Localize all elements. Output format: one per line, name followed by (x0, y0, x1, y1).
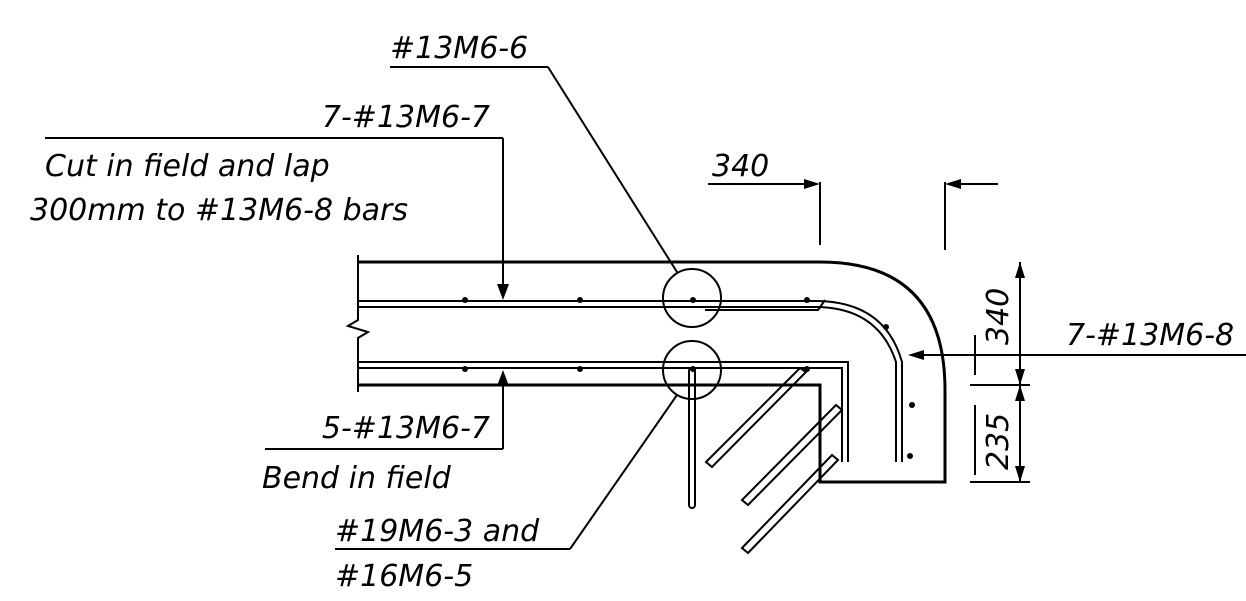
dimension-horizontal (708, 179, 998, 250)
leader-right-bars (908, 350, 1246, 360)
dowels (688, 366, 844, 555)
label-note-line2: 300mm to #13M6-8 bars (30, 193, 408, 228)
leader-bottom-bars (265, 370, 509, 450)
label-note-line1: Cut in field and lap (45, 149, 330, 184)
dimension-vertical-bottom-value: 235 (981, 413, 1016, 470)
dimension-horizontal-value: 340 (712, 149, 769, 184)
top-rebar (358, 297, 915, 462)
dimension-vertical (970, 262, 1030, 483)
leader-top-bar (390, 66, 678, 273)
leader-top-bars (45, 137, 509, 300)
leader-stirrups (335, 394, 678, 550)
label-stirrups-line1: #19M6-3 and (335, 514, 540, 549)
label-bend-note: Bend in field (262, 461, 452, 496)
label-bottom-bars-count: 5-#13M6-7 (322, 411, 490, 446)
dimension-vertical-top-value: 340 (981, 288, 1016, 345)
label-right-bars: 7-#13M6-8 (1066, 318, 1234, 353)
bottom-rebar (358, 361, 849, 462)
label-top-bar: #13M6-6 (390, 31, 528, 66)
concrete-outline (345, 255, 947, 484)
label-top-bars-count: 7-#13M6-7 (322, 100, 490, 135)
detail-circles (662, 268, 722, 400)
label-stirrups-line2: #16M6-5 (335, 559, 473, 594)
